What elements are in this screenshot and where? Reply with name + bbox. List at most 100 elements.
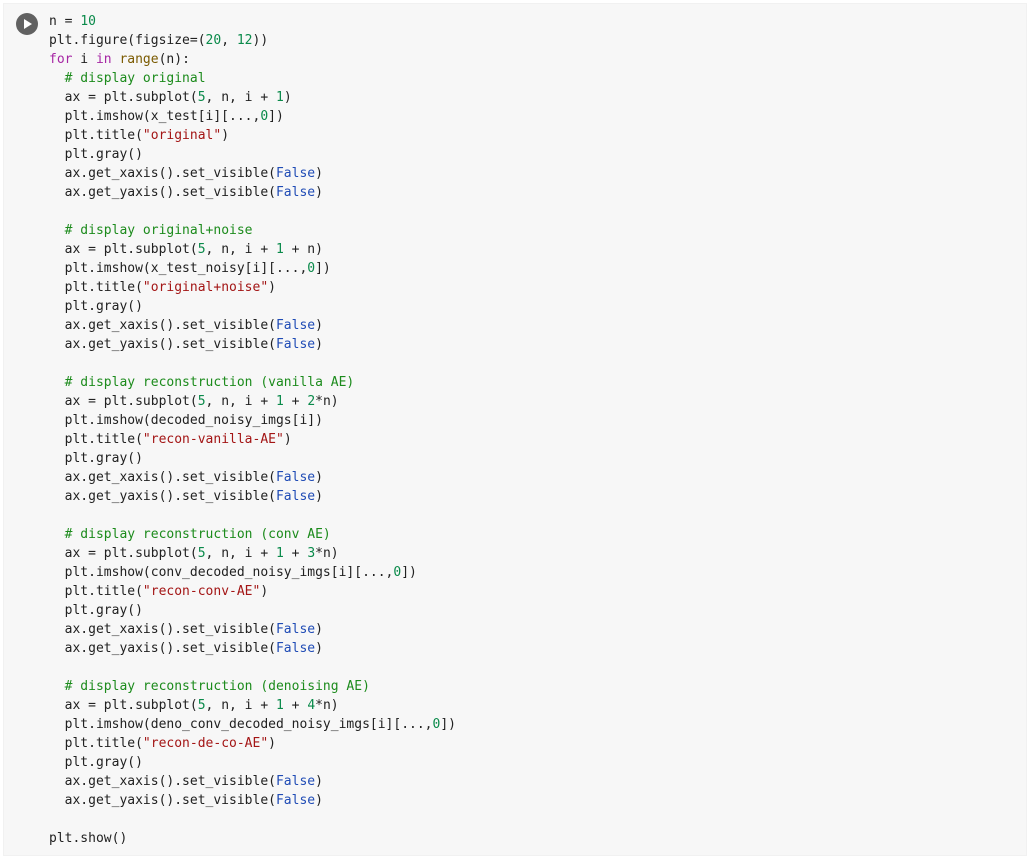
code-token: 10 [80,14,96,29]
code-token: ]) [268,109,284,124]
code-token: plt.imshow(decoded_noisy_imgs[i]) [49,413,323,428]
code-token: ax = plt.subplot( [49,90,198,105]
code-line: plt.gray() [49,297,456,316]
code-token: , [221,33,237,48]
code-line: plt.imshow(deno_conv_decoded_noisy_imgs[… [49,715,456,734]
code-line: for i in range(n): [49,50,456,69]
code-token: plt.gray() [49,299,143,314]
code-token: 0 [432,717,441,732]
code-token: 12 [236,33,253,48]
code-token: 5 [197,90,206,105]
run-cell-button[interactable] [16,13,38,35]
code-token: "recon-de-co-AE" [142,736,269,751]
code-line: plt.gray() [49,601,456,620]
code-token: ax.get_yaxis().set_visible( [49,185,276,200]
code-token: ) [260,584,269,599]
code-token: # display reconstruction (conv AE) [64,527,331,542]
code-line: ax.get_xaxis().set_visible(False) [49,164,456,183]
code-line: plt.imshow(x_test_noisy[i][...,0]) [49,259,456,278]
code-token: 1 [276,546,284,561]
code-line: plt.title("recon-de-co-AE") [49,734,456,753]
code-token [49,527,65,542]
code-token: plt.imshow(conv_decoded_noisy_imgs[i][..… [49,565,394,580]
code-token: plt.title( [49,584,143,599]
code-token: "recon-conv-AE" [142,584,261,599]
code-token: False [275,622,316,637]
code-token: 2 [307,394,316,409]
code-token: ) [315,641,323,656]
code-token: ) [315,185,323,200]
code-token: ) [315,166,323,181]
code-token: range [119,52,159,67]
code-token: ax.get_xaxis().set_visible( [49,470,276,485]
code-token: ax.get_yaxis().set_visible( [49,793,276,808]
code-token: ax.get_xaxis().set_visible( [49,774,276,789]
code-token: i [72,52,96,67]
code-token: , n, i + [205,698,276,713]
code-token: plt.title( [49,280,143,295]
code-line [49,658,456,677]
code-token: plt.title( [49,736,143,751]
code-token: ax = plt.subplot( [49,698,198,713]
code-token: # display original+noise [64,223,253,238]
play-icon [24,19,32,29]
code-line: plt.gray() [49,449,456,468]
code-token: ]) [440,717,456,732]
code-line: ax.get_yaxis().set_visible(False) [49,487,456,506]
code-token: ) [315,318,323,333]
code-token [49,679,65,694]
code-token: n = [49,14,81,29]
code-token: ax = plt.subplot( [49,242,198,257]
code-token: ax.get_yaxis().set_visible( [49,641,276,656]
code-line: ax = plt.subplot(5, n, i + 1 + 4*n) [49,696,456,715]
code-token: plt.gray() [49,451,143,466]
code-token: plt.title( [49,432,143,447]
code-line: plt.gray() [49,145,456,164]
code-line: ax = plt.subplot(5, n, i + 1 + n) [49,240,456,259]
code-token: 20 [205,33,222,48]
code-token: ax = plt.subplot( [49,546,198,561]
code-line: plt.imshow(conv_decoded_noisy_imgs[i][..… [49,563,456,582]
code-line: ax = plt.subplot(5, n, i + 1 + 2*n) [49,392,456,411]
code-line: ax.get_yaxis().set_visible(False) [49,335,456,354]
code-token: , n, i + [205,546,276,561]
code-line: plt.title("recon-vanilla-AE") [49,430,456,449]
code-token: )) [252,33,269,48]
code-token: "original+noise" [142,280,269,295]
code-token: ax.get_xaxis().set_visible( [49,622,276,637]
code-line: ax.get_xaxis().set_visible(False) [49,468,456,487]
code-token: ax.get_yaxis().set_visible( [49,489,276,504]
code-token: False [275,793,316,808]
code-token: ) [315,774,323,789]
code-token: ax = plt.subplot( [49,394,198,409]
code-line: # display original+noise [49,221,456,240]
code-token: ax.get_yaxis().set_visible( [49,337,276,352]
code-token: 5 [197,394,206,409]
code-token: False [275,185,316,200]
code-token: 1 [276,90,284,105]
code-line [49,202,456,221]
code-token [49,375,65,390]
code-token: , n, i + [205,242,276,257]
code-token: False [275,489,316,504]
code-token: in [95,52,112,67]
code-token: 5 [197,698,206,713]
code-token: plt.figure(figsize=( [49,33,206,48]
code-token: "recon-vanilla-AE" [142,432,284,447]
code-line: ax.get_yaxis().set_visible(False) [49,791,456,810]
code-token: ) [283,90,292,105]
code-line [49,506,456,525]
code-token: ) [315,489,323,504]
code-line: plt.title("original+noise") [49,278,456,297]
code-token: ) [315,337,323,352]
code-line: plt.title("original") [49,126,456,145]
code-line: ax = plt.subplot(5, n, i + 1 + 3*n) [49,544,456,563]
code-token: , n, i + [205,90,276,105]
code-token: + [283,698,308,713]
code-line: # display reconstruction (vanilla AE) [49,373,456,392]
code-token: ) [315,622,323,637]
code-token: False [275,641,316,656]
code-token: *n) [315,394,339,409]
